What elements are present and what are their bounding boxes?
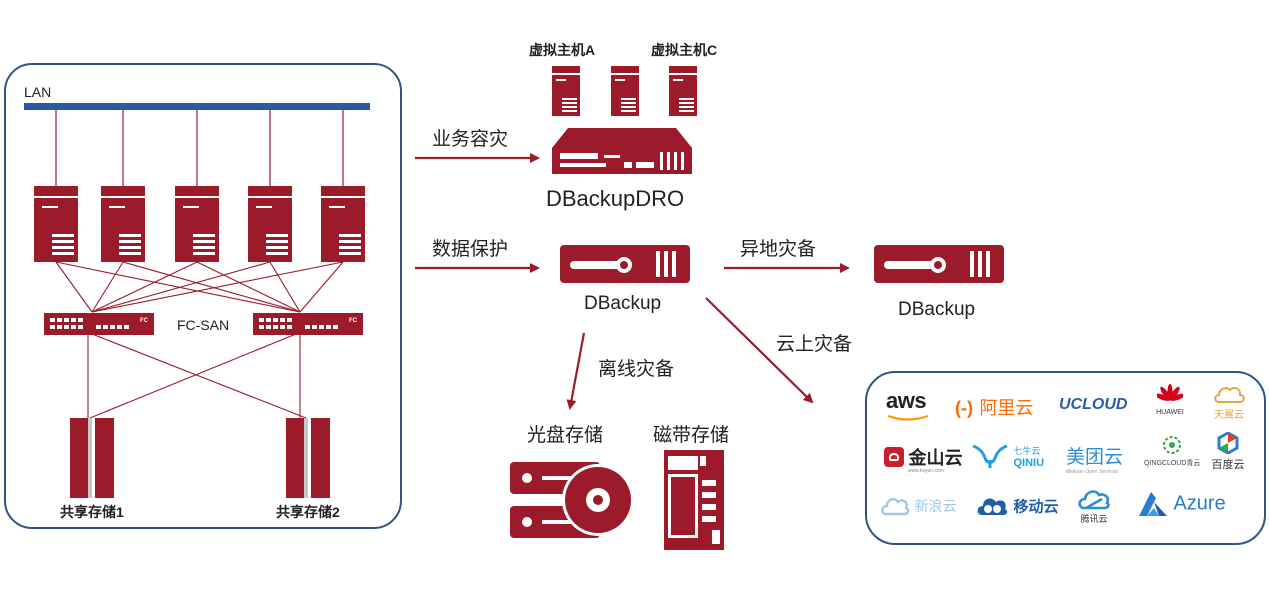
tianyi-cloud-icon — [1214, 386, 1245, 403]
aws-logo: aws — [886, 388, 929, 421]
lan-links — [55, 110, 344, 186]
baidu-cloud-icon — [1217, 432, 1239, 454]
fc-san-label: FC-SAN — [177, 317, 230, 333]
sina-cloud-icon — [881, 498, 910, 516]
shared-storage-1-label: 共享存储1 — [60, 504, 124, 520]
dbackup-appliance — [560, 245, 690, 283]
cloud-dr-label: 云上灾备 — [776, 334, 853, 355]
tape-storage-label: 磁带存储 — [653, 425, 730, 446]
cloud-providers-panel — [865, 371, 1266, 545]
san-links — [55, 261, 344, 419]
vm-host-c — [669, 66, 697, 116]
offline-dr-arrow — [566, 332, 586, 410]
china-mobile-cloud-logo: 移动云 — [975, 493, 1058, 519]
fc-switch-1-badge: FC — [140, 318, 149, 324]
meituan-cloud-logo: 美团云 Meituan Open Services — [1066, 447, 1124, 475]
vm-host-a-label: 虚拟主机A — [529, 42, 596, 58]
baidu-cloud-logo: 百度云 — [1210, 432, 1246, 472]
aws-smile-icon — [887, 414, 929, 421]
jinshan-cloud-logo: 金山云 www.ksyun.com — [884, 444, 962, 474]
left-cluster-panel — [4, 63, 402, 529]
tencent-cloud-icon — [1078, 490, 1110, 510]
sina-cloud-logo: 新浪云 — [880, 494, 956, 518]
remote-dr-label: 异地灾备 — [740, 239, 817, 260]
optical-storage-label: 光盘存储 — [527, 425, 604, 446]
huawei-logo: HUAWEI — [1150, 384, 1190, 416]
offline-dr-label: 离线灾备 — [598, 359, 675, 380]
business-dr-label: 业务容灾 — [432, 129, 509, 150]
vm-host-c-label: 虚拟主机C — [651, 42, 718, 58]
jinshan-cloud-icon — [884, 447, 904, 467]
azure-logo: Azure — [1137, 490, 1226, 518]
fc-switch-2-badge: FC — [349, 318, 358, 324]
tianyi-cloud-logo: 天翼云 — [1210, 384, 1248, 421]
optical-storage-icon — [510, 462, 634, 538]
aliyun-logo: (-) 阿里云 — [955, 398, 1034, 418]
shared-storage-2-label: 共享存储2 — [276, 504, 340, 520]
qingcloud-logo: QINGCLOUD青云 — [1144, 434, 1200, 468]
vm-host-b — [611, 66, 639, 116]
data-protection-label: 数据保护 — [432, 239, 509, 260]
mobile-cloud-icon — [977, 498, 1008, 515]
dbackup-label: DBackup — [584, 293, 662, 314]
ucloud-logo: UCLOUD — [1059, 396, 1128, 413]
qingcloud-icon — [1163, 436, 1181, 454]
remote-dbackup-appliance — [874, 245, 1004, 283]
azure-icon — [1139, 492, 1167, 516]
dbackup-dro-appliance — [552, 128, 692, 174]
remote-dbackup-label: DBackup — [898, 299, 976, 320]
lan-label: LAN — [24, 84, 52, 100]
cloud-dr-arrow — [705, 297, 814, 404]
vm-host-a — [552, 66, 580, 116]
tape-storage-icon — [664, 450, 724, 550]
tencent-cloud-logo: 腾讯云 — [1074, 486, 1114, 525]
qiniu-icon — [972, 444, 1008, 468]
aliyun-mark-icon: (-) — [955, 398, 973, 418]
dbackup-dro-label: DBackupDRO — [546, 186, 685, 211]
qiniu-logo: 七牛云 QINIU — [971, 442, 1044, 470]
huawei-petals-icon — [1157, 384, 1183, 401]
lan-bar — [24, 103, 370, 110]
left-cluster-diagram: FC FC — [24, 103, 370, 498]
